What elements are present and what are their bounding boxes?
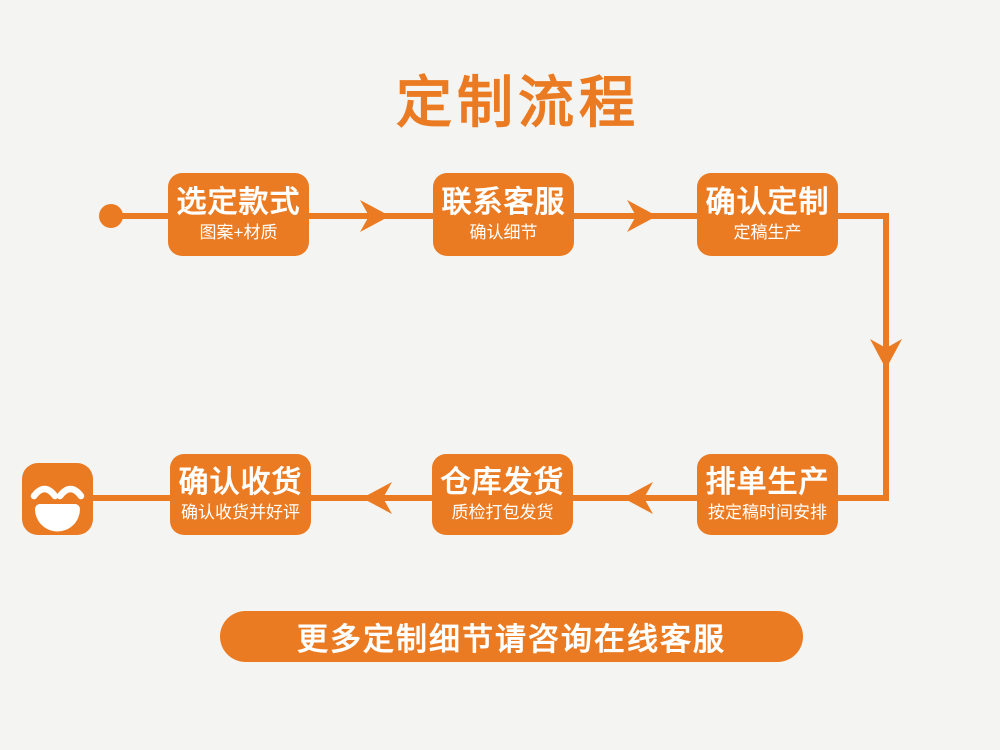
step-label: 选定款式	[176, 186, 301, 219]
arrow-left-icon	[623, 482, 653, 514]
step-select-style: 选定款式 图案+材质	[168, 173, 309, 256]
step-label: 确认收货	[178, 466, 303, 499]
step-sublabel: 确认细节	[469, 223, 538, 242]
step-sublabel: 按定稿时间安排	[708, 503, 827, 522]
start-dot	[99, 204, 123, 228]
smiley-left-eye	[30, 485, 59, 500]
step-label: 联系客服	[441, 186, 566, 219]
arrow-left-icon	[362, 482, 392, 514]
step-contact-service: 联系客服 确认细节	[433, 173, 574, 256]
step-sublabel: 确认收货并好评	[181, 503, 300, 522]
step-sublabel: 定稿生产	[733, 223, 802, 242]
step-sublabel: 质检打包发货	[451, 503, 554, 522]
arrow-right-icon	[627, 200, 657, 232]
smiley-right-eye	[56, 485, 85, 500]
step-schedule-production: 排单生产 按定稿时间安排	[697, 454, 838, 535]
arrow-right-icon	[360, 200, 390, 232]
step-label: 确认定制	[705, 186, 830, 219]
arrow-down-icon	[870, 339, 902, 369]
step-confirm-receipt: 确认收货 确认收货并好评	[170, 454, 311, 535]
step-sublabel: 图案+材质	[199, 223, 278, 242]
step-label: 排单生产	[705, 466, 830, 499]
consult-service-banner[interactable]: 更多定制细节请咨询在线客服	[220, 611, 803, 662]
step-label: 仓库发货	[440, 466, 565, 499]
step-confirm-customization: 确认定制 定稿生产	[697, 173, 838, 256]
smiley-face-icon	[22, 463, 93, 535]
smiley-mouth	[35, 504, 80, 532]
step-warehouse-shipping: 仓库发货 质检打包发货	[432, 454, 573, 535]
page-title: 定制流程	[396, 71, 640, 134]
